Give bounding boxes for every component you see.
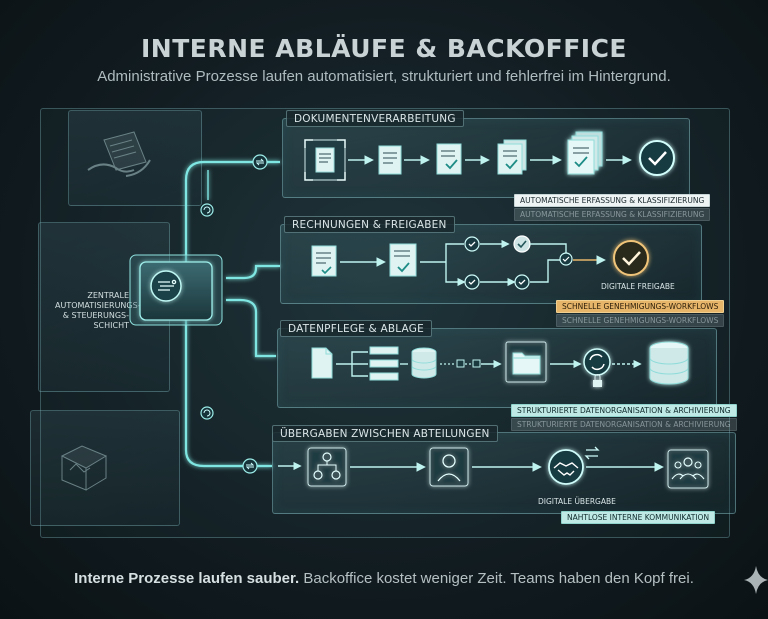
approval-check-node-4 bbox=[514, 274, 530, 290]
caption-fast-approval-workflows: SCHNELLE GENEHMIGUNGS-WORKFLOWS bbox=[556, 300, 725, 313]
footer-tagline: Interne Prozesse laufen sauber. Backoffi… bbox=[0, 570, 768, 587]
page-title: INTERNE ABLÄUFE & BACKOFFICE bbox=[140, 34, 628, 63]
document-pile-check-icon bbox=[567, 131, 603, 175]
scan-document-icon bbox=[304, 139, 346, 181]
row-document-flow bbox=[304, 131, 675, 181]
footer-tagline-bold: Interne Prozesse laufen sauber. bbox=[74, 570, 300, 587]
row-handover-flow bbox=[278, 446, 709, 489]
caption-fast-approval-workflows-reflection: SCHNELLE GENEHMIGUNGS-WORKFLOWS bbox=[556, 314, 725, 327]
layers-icon bbox=[158, 279, 177, 291]
label-digital-approval: DIGITALE FREIGABE bbox=[601, 282, 675, 291]
connector-lines bbox=[184, 160, 280, 468]
caption-structured-data-organisation: STRUKTURIERTE DATENORGANISATION & ARCHIV… bbox=[511, 404, 737, 417]
exchange-arrows-icon bbox=[584, 446, 600, 460]
caption-automatic-capture: AUTOMATISCHE ERFASSUNG & KLASSIFIZIERUNG bbox=[514, 194, 711, 207]
person-icon bbox=[429, 447, 469, 487]
digital-approval-check-icon bbox=[613, 240, 649, 276]
approval-check-node-2 bbox=[464, 274, 480, 290]
check-circle-icon bbox=[639, 140, 675, 176]
connector-node-a bbox=[456, 359, 465, 368]
invoice-check-icon bbox=[389, 243, 417, 277]
row-invoice-flow bbox=[311, 235, 649, 290]
document-check-icon-a bbox=[436, 143, 462, 175]
central-hub bbox=[129, 254, 223, 326]
file-icon bbox=[311, 347, 333, 379]
sync-lock-icon bbox=[583, 348, 611, 387]
document-icon-a bbox=[378, 145, 402, 175]
section-label-handovers: ÜBERGABEN ZWISCHEN ABTEILUNGEN bbox=[272, 425, 498, 442]
invoice-icon bbox=[311, 245, 337, 277]
org-chart-icon bbox=[307, 447, 347, 487]
photo-panel-map bbox=[30, 410, 180, 526]
sparkle-icon bbox=[744, 566, 768, 594]
section-label-data-maintenance: DATENPFLEGE & ABLAGE bbox=[280, 320, 432, 337]
section-label-document-processing: DOKUMENTENVERARBEITUNG bbox=[286, 110, 464, 127]
handshake-icon bbox=[548, 449, 584, 485]
connector-node-b bbox=[472, 359, 481, 368]
approval-check-node-3 bbox=[513, 235, 531, 253]
sync-node-mid bbox=[200, 203, 214, 217]
hands-papers-icon bbox=[87, 131, 151, 177]
caption-seamless-communication: NAHTLOSE INTERNE KOMMUNIKATION bbox=[561, 511, 716, 524]
sync-node-lower bbox=[200, 406, 214, 420]
footer-tagline-rest: Backoffice kostet weniger Zeit. Teams ha… bbox=[299, 570, 694, 587]
sync-node-bottom bbox=[242, 458, 258, 474]
approval-check-node-1 bbox=[464, 236, 480, 252]
caption-structured-data-organisation-reflection: STRUKTURIERTE DATENORGANISATION & ARCHIV… bbox=[511, 418, 737, 431]
central-automation-label: ZENTRALE AUTOMATISIERUNGS- & STEUERUNGS-… bbox=[55, 291, 141, 330]
row-data-flow bbox=[311, 341, 689, 387]
photo-panel-hands bbox=[68, 110, 202, 206]
caption-automatic-capture-reflection: AUTOMATISCHE ERFASSUNG & KLASSIFIZIERUNG bbox=[514, 208, 711, 221]
section-label-invoices-approvals: RECHNUNGEN & FREIGABEN bbox=[284, 216, 455, 233]
approval-check-node-5 bbox=[559, 252, 573, 266]
data-rows-icon bbox=[369, 346, 399, 381]
database-icon-large bbox=[649, 341, 689, 385]
map-cube-icon bbox=[60, 445, 108, 491]
label-digital-handover: DIGITALE ÜBERGABE bbox=[538, 497, 616, 506]
team-icon bbox=[667, 449, 709, 489]
document-stack-check-icon bbox=[497, 139, 527, 175]
page-subtitle: Administrative Prozesse laufen automatis… bbox=[97, 68, 671, 85]
folder-icon bbox=[505, 341, 547, 383]
section-handovers bbox=[272, 432, 736, 514]
sync-node-top bbox=[252, 154, 268, 170]
database-icon-small bbox=[411, 347, 437, 379]
